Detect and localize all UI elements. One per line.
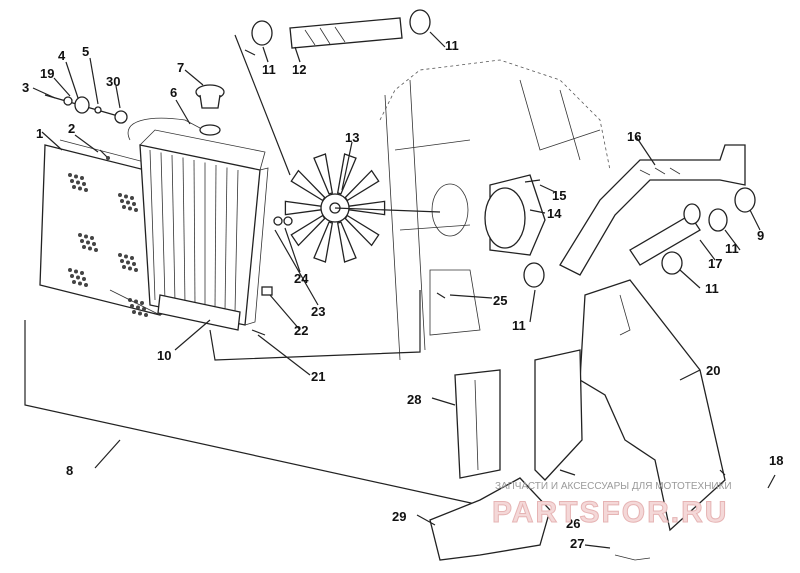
side-panel — [579, 279, 726, 532]
label-11e: 11 — [512, 318, 526, 333]
radiator — [127, 117, 269, 331]
filler-cap — [195, 84, 225, 136]
label-28: 28 — [407, 392, 421, 407]
label-7: 7 — [177, 60, 184, 75]
label-6: 6 — [170, 85, 177, 100]
label-11d: 11 — [705, 281, 719, 296]
label-11b: 11 — [445, 38, 459, 53]
label-3: 3 — [22, 80, 29, 95]
screw-2 — [99, 149, 110, 160]
label-30: 30 — [106, 74, 120, 89]
label-20: 20 — [706, 363, 720, 378]
label-29: 29 — [392, 509, 406, 524]
label-15: 15 — [552, 188, 566, 203]
panel-28 — [454, 369, 501, 479]
watermark: ЗАПЧАСТИ И АКСЕССУАРЫ ДЛЯ МОТОТЕХНИКИ PA… — [492, 481, 732, 530]
fan-shroud — [484, 174, 546, 256]
fastener-row — [44, 94, 128, 124]
label-11a: 11 — [262, 62, 276, 77]
leader-lines — [32, 31, 776, 549]
lower-hose — [523, 144, 756, 288]
label-14: 14 — [547, 206, 562, 221]
label-8: 8 — [66, 463, 73, 478]
label-19: 19 — [40, 66, 54, 81]
label-26: 26 — [566, 516, 580, 531]
label-18: 18 — [769, 453, 783, 468]
label-13: 13 — [345, 130, 359, 145]
brackets — [209, 216, 726, 561]
label-4: 4 — [58, 48, 66, 63]
label-17: 17 — [708, 256, 722, 271]
label-16: 16 — [627, 129, 641, 144]
part-labels: 1 2 3 4 5 6 7 8 9 10 11 11 11 11 11 12 1… — [22, 38, 783, 551]
label-2: 2 — [68, 121, 75, 136]
label-23: 23 — [311, 304, 325, 319]
watermark-tagline: ЗАПЧАСТИ И АКСЕССУАРЫ ДЛЯ МОТОТЕХНИКИ — [495, 481, 732, 492]
panel-29 — [429, 477, 551, 561]
fan — [284, 153, 441, 263]
label-12: 12 — [292, 62, 306, 77]
label-10: 10 — [157, 348, 171, 363]
label-22: 22 — [294, 323, 308, 338]
label-9: 9 — [757, 228, 764, 243]
upper-hose — [234, 9, 431, 176]
label-5: 5 — [82, 44, 89, 59]
label-21: 21 — [311, 369, 325, 384]
label-1: 1 — [36, 126, 43, 141]
label-24: 24 — [294, 271, 309, 286]
label-25: 25 — [493, 293, 507, 308]
label-11c: 11 — [725, 241, 739, 256]
frame-outline — [379, 59, 611, 361]
shroud-long-panel — [24, 289, 481, 506]
center-panel — [534, 349, 583, 481]
watermark-brand: PARTSFOR.RU — [492, 496, 728, 529]
label-27: 27 — [570, 536, 584, 551]
